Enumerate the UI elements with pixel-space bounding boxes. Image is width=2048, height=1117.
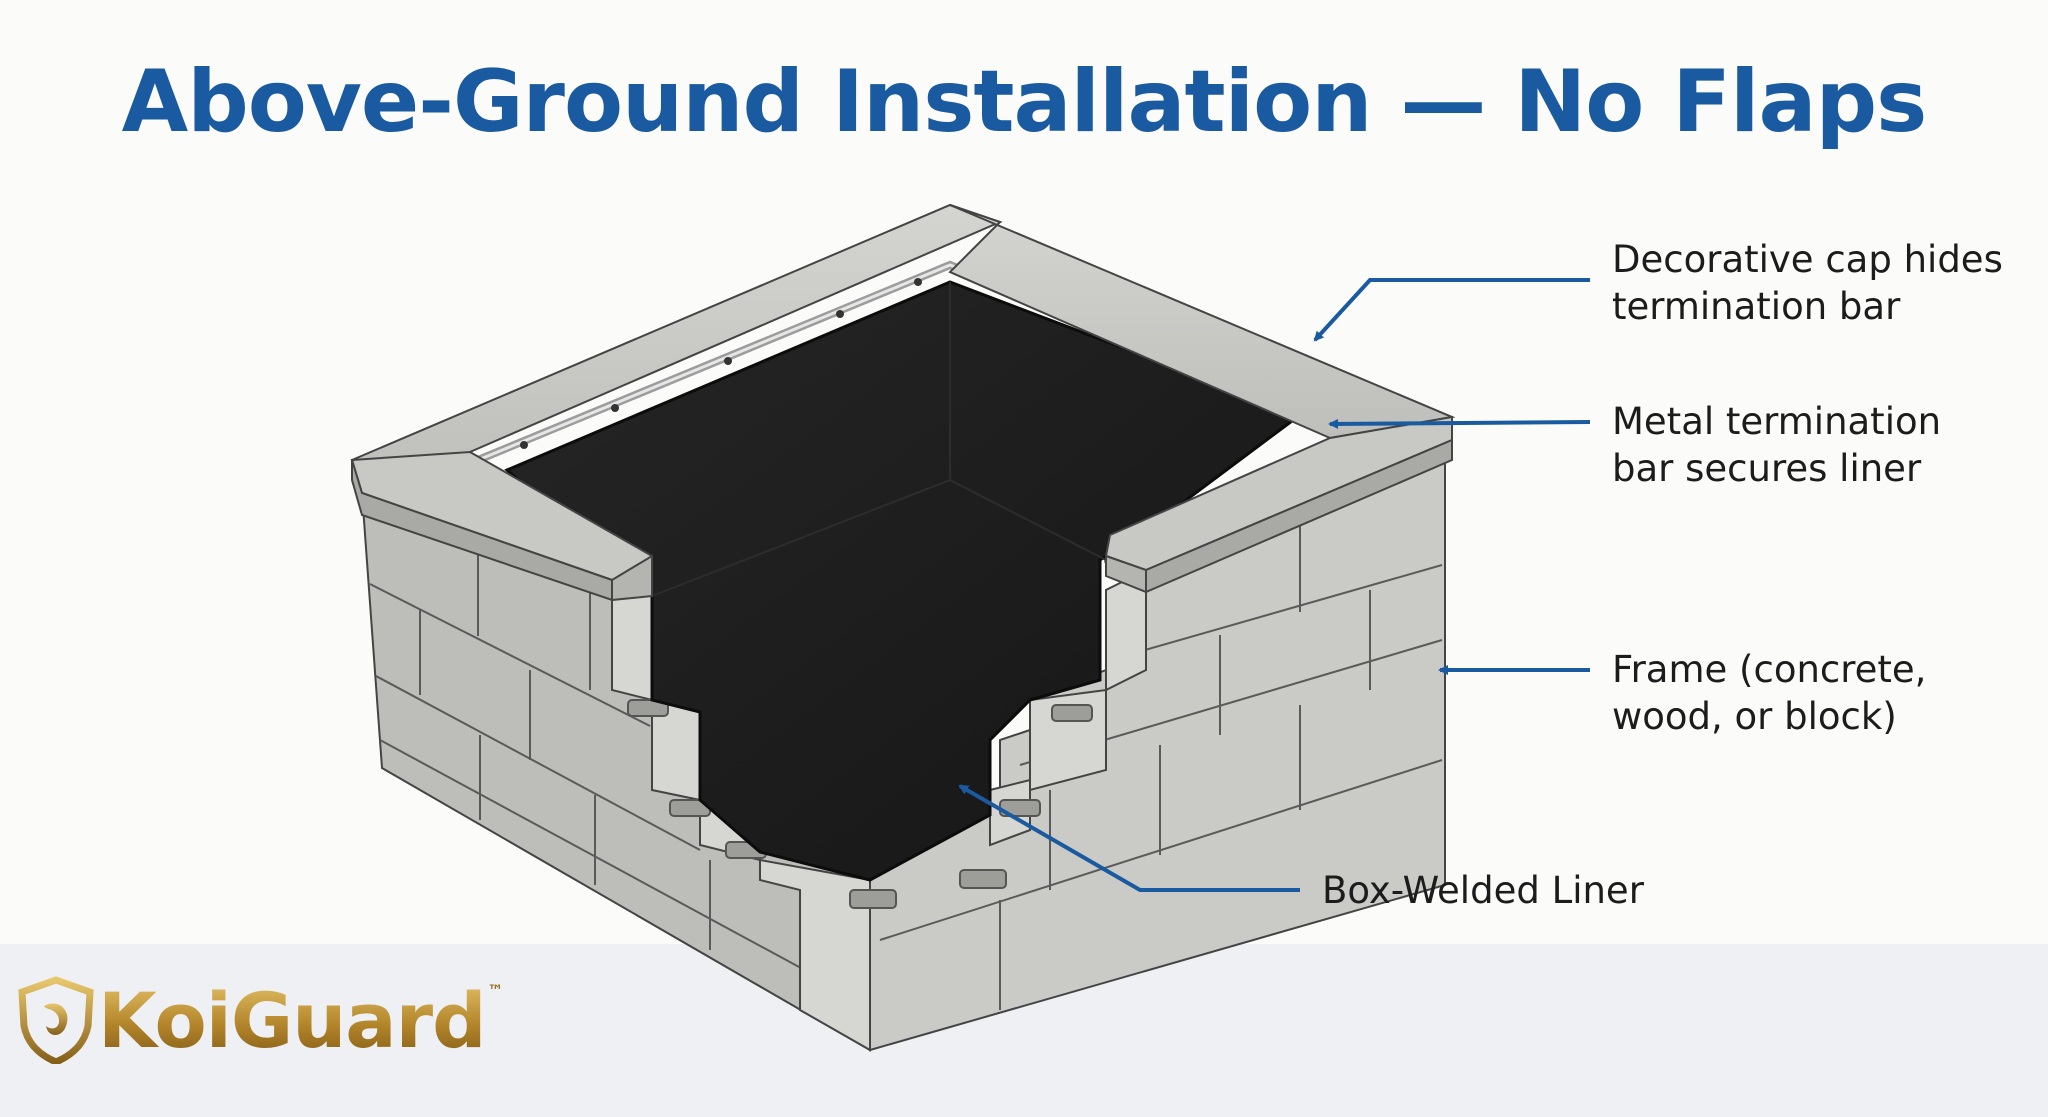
block-cores — [627, 699, 1093, 909]
callout-liner: Box-Welded Liner — [1322, 869, 1644, 912]
liner-arrow — [958, 784, 1300, 892]
shield-koi-icon — [18, 976, 94, 1064]
cutaway-blocks — [611, 568, 1147, 1052]
callout-termination-bar: Metal termination bar secures liner — [1612, 400, 1942, 490]
decorative-cap — [350, 203, 1456, 602]
left-wall — [360, 491, 871, 1052]
callout-decorative-cap: Decorative cap hides termination bar — [1612, 238, 2003, 328]
cap-arrow — [1313, 278, 1590, 342]
diagram-title: Above-Ground Installation — No Flaps — [121, 52, 1928, 152]
callout-frame: Frame (concrete, wood, or block) — [1612, 648, 1927, 738]
callout-arrows — [958, 278, 1591, 892]
logo-wordmark: KoiGuard — [98, 975, 486, 1065]
koiguard-logo: KoiGuard ™ — [14, 975, 503, 1065]
trademark-symbol: ™ — [487, 981, 504, 1000]
bar-arrow — [1328, 418, 1591, 429]
